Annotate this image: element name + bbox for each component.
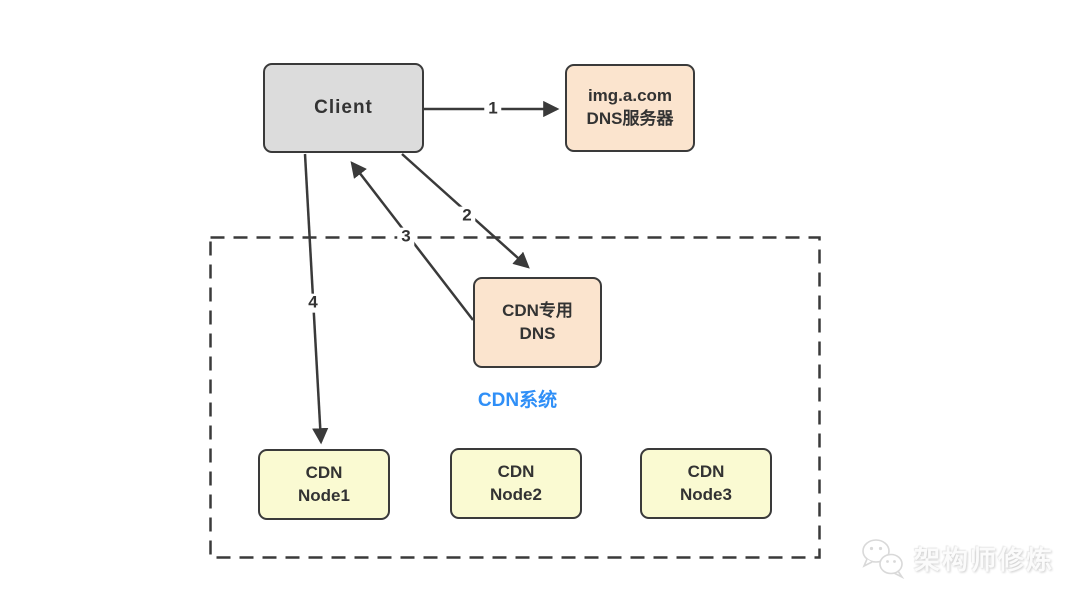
cdn-system-label: CDN系统 xyxy=(477,390,558,411)
cdn-node1-line2: Node1 xyxy=(298,485,350,505)
cdn-node3-line1: CDN xyxy=(687,461,725,481)
wechat-icon xyxy=(862,539,905,580)
origin-dns-line2: DNS服务器 xyxy=(586,109,674,128)
cdn-node1-line1: CDN xyxy=(305,462,343,482)
watermark: 架构师修炼 xyxy=(860,536,1054,580)
cdn-node2: CDN Node2 xyxy=(450,448,582,519)
cdn-dns-line2: DNS xyxy=(519,323,556,343)
origin-dns-line1: img.a.com xyxy=(587,86,673,106)
client-label: Client xyxy=(314,97,373,119)
origin-dns-node: img.a.com DNS服务器 xyxy=(565,64,695,152)
cdn-dns-line1: CDN专用 xyxy=(502,300,573,320)
cdn-node1: CDN Node1 xyxy=(258,449,390,520)
arrow-2-label: 2 xyxy=(458,206,476,226)
cdn-dns-node: CDN专用 DNS xyxy=(473,277,602,368)
cdn-node3: CDN Node3 xyxy=(640,448,772,519)
cdn-node2-line2: Node2 xyxy=(490,484,542,504)
cdn-node2-line1: CDN xyxy=(497,461,535,481)
arrow-3-label: 3 xyxy=(397,227,415,247)
arrow-1-label: 1 xyxy=(484,99,502,119)
cdn-node3-line2: Node3 xyxy=(680,484,732,504)
cdn-system-boundary xyxy=(209,236,821,559)
client-node: Client xyxy=(263,63,424,153)
arrow-4-label: 4 xyxy=(304,293,322,313)
watermark-text: 架构师修炼 xyxy=(913,544,1054,575)
